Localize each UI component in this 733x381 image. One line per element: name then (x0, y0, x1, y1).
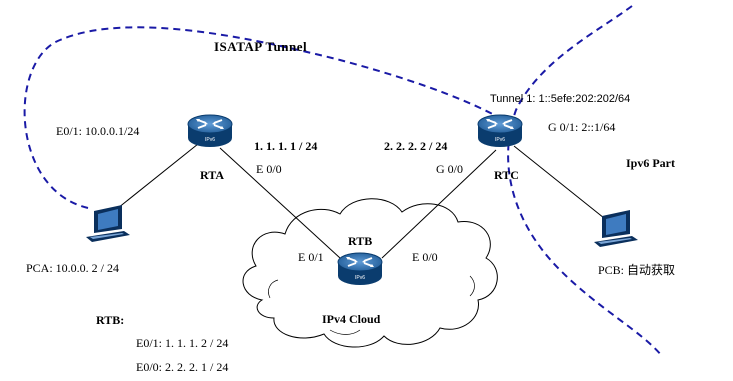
rtb-info-e01: E0/1: 1. 1. 1. 2 / 24 (136, 336, 229, 350)
router-rta-icon[interactable] (187, 114, 233, 148)
pca-label: PCA: 10.0.0. 2 / 24 (26, 261, 120, 275)
isatap-tunnel-dashed-line (23, 26, 501, 209)
rtc-tunnel-label: Tunnel 1: 1::5efe:202:202/64 (490, 93, 631, 105)
rtc-g00-label: G 0/0 (436, 162, 463, 176)
diagram-title: ISATAP Tunnel (214, 39, 308, 54)
link-rta-rtb (219, 147, 341, 259)
rtb-name-label: RTB (348, 234, 373, 248)
rtc-name-label: RTC (494, 168, 519, 182)
link-rtc-pcb (513, 145, 605, 219)
rtc-ip-label: 2. 2. 2. 2 / 24 (384, 139, 448, 153)
ipv6-part-label: Ipv6 Part (626, 156, 675, 170)
links (117, 139, 605, 259)
rta-ip-label: 1. 1. 1. 1 / 24 (254, 139, 318, 153)
rtb-info-heading: RTB: (96, 313, 125, 327)
rtc-g01-label: G 0/1: 2::1/64 (548, 120, 616, 134)
rta-e00-label: E 0/0 (256, 162, 282, 176)
rtb-e00-label: E 0/0 (412, 250, 438, 264)
rta-e01-label: E0/1: 10.0.0.1/24 (56, 124, 140, 138)
router-rtb-icon[interactable] (337, 252, 383, 286)
pca-pc-icon[interactable] (86, 205, 130, 242)
rtb-info-e00: E0/0: 2. 2. 2. 1 / 24 (136, 360, 229, 374)
router-rtc-icon[interactable] (477, 114, 523, 148)
pcb-label: PCB: 自动获取 (598, 263, 676, 277)
link-rta-pca (117, 139, 204, 209)
rtb-e01-label: E 0/1 (298, 250, 324, 264)
ipv4-cloud-label: IPv4 Cloud (322, 312, 381, 326)
link-rtb-rtc (381, 149, 497, 259)
rta-name-label: RTA (200, 168, 225, 182)
ipv6-part-dashed-line (507, 5, 663, 357)
